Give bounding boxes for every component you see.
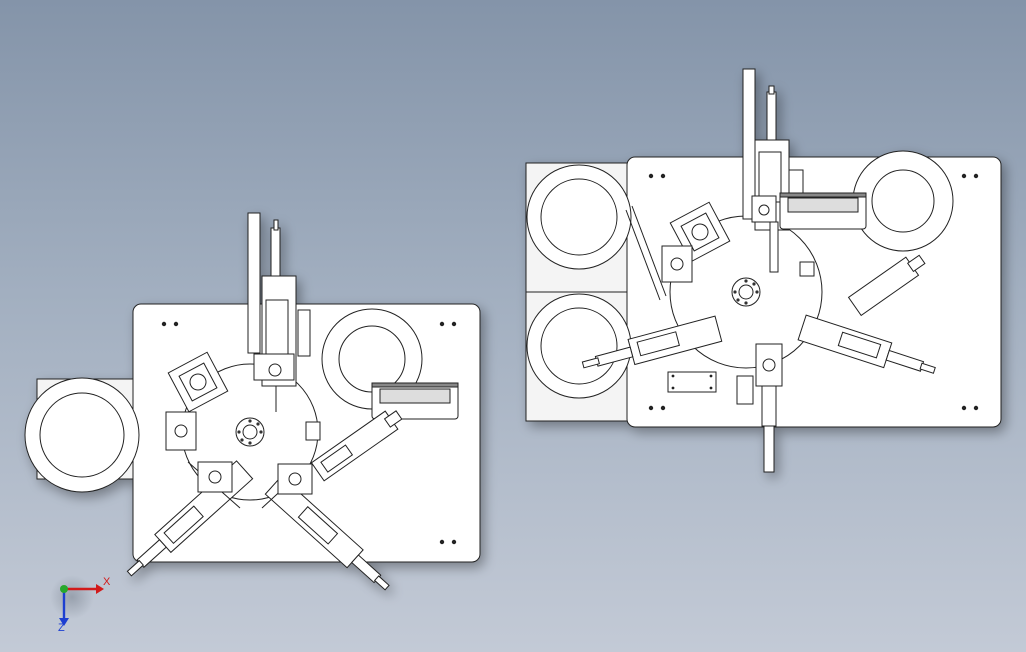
right-name-plate [667,371,717,393]
left-feeder-bowl [24,377,140,493]
right-feeder-bowl-top [526,164,632,270]
orientation-triad[interactable] [50,575,104,626]
machine-right[interactable] [525,68,1002,473]
right-feeder-bowl-bottom [526,293,632,399]
triad-z-label: Z [58,622,65,634]
right-vibratory-bowl [852,150,954,252]
machine-left[interactable] [24,212,481,596]
triad-x-label: X [103,576,111,588]
